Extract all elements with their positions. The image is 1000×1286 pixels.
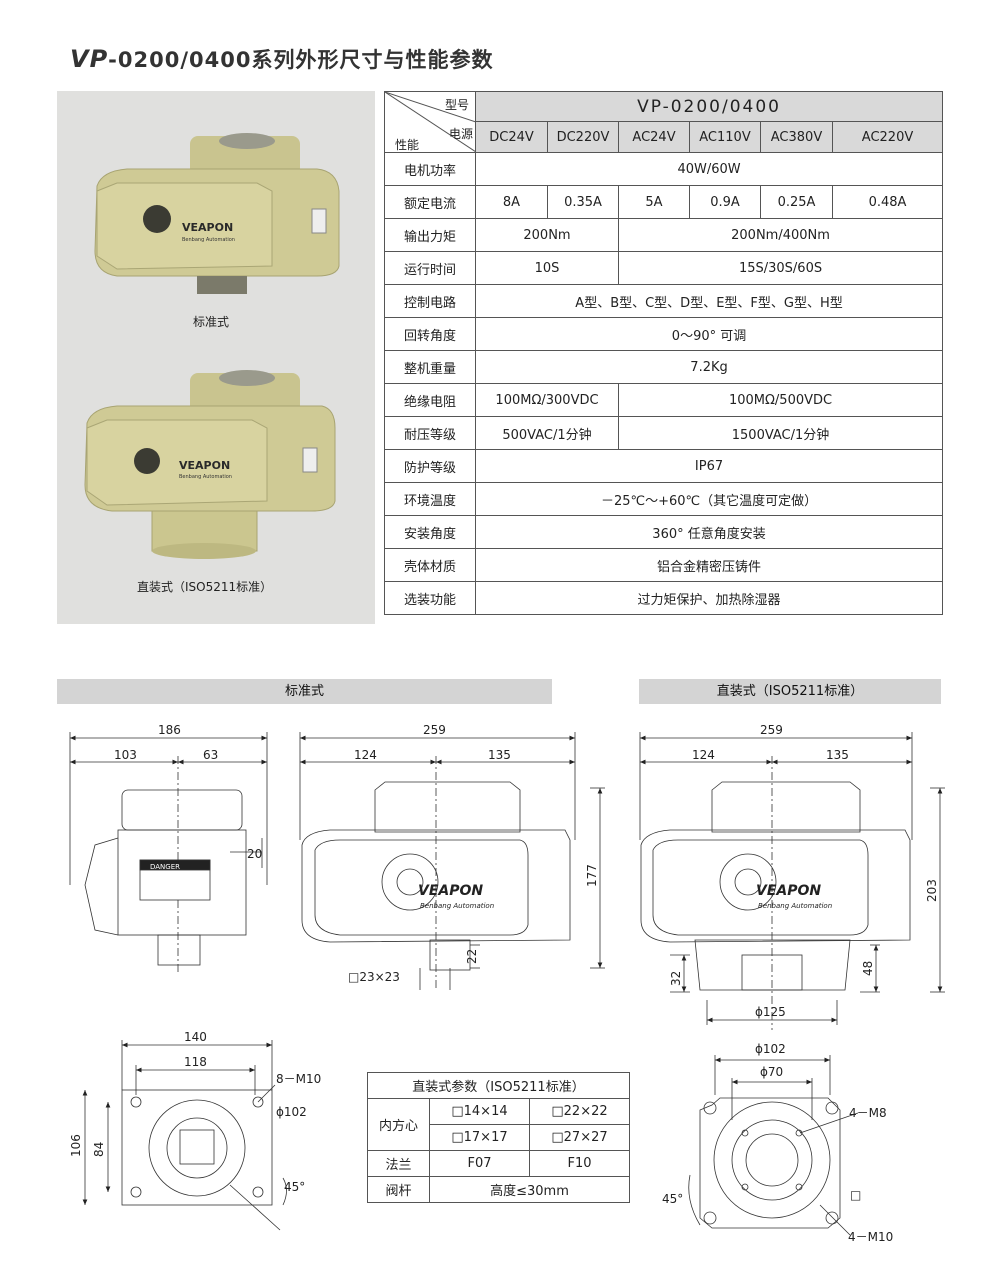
model-header: VP-0200/0400 <box>474 91 944 122</box>
svg-text:Benbang Automation: Benbang Automation <box>182 237 235 243</box>
power-dc220v: DC220V <box>547 121 619 153</box>
iso-table-title: 直装式参数（ISO5211标准） <box>366 1072 631 1099</box>
front-view-drawing <box>299 732 605 990</box>
svg-text:124: 124 <box>692 748 715 762</box>
svg-text:84: 84 <box>92 1142 106 1157</box>
svg-text:32: 32 <box>669 971 683 986</box>
row-options: 选装功能过力矩保护、加热除湿器 <box>384 581 944 615</box>
svg-text:ϕ125: ϕ125 <box>755 1005 786 1019</box>
svg-text:186: 186 <box>158 723 181 737</box>
svg-text:VEAPON: VEAPON <box>756 883 821 899</box>
svg-text:259: 259 <box>423 723 446 737</box>
product-photo-panel: VEAPON Benbang Automation VEAPON Benbang… <box>57 91 375 624</box>
row-env-temp: 环境温度－25℃～+60℃（其它温度可定做） <box>384 482 944 516</box>
svg-text:Benbang Automation: Benbang Automation <box>758 902 832 910</box>
svg-text:140: 140 <box>184 1030 207 1044</box>
svg-text:177: 177 <box>585 864 599 887</box>
caption-standard: 标准式 <box>193 315 230 329</box>
bottom-plan-view-drawing <box>82 1040 287 1231</box>
svg-text:DANGER: DANGER <box>150 863 180 871</box>
svg-text:259: 259 <box>760 723 783 737</box>
svg-text:ϕ102: ϕ102 <box>276 1105 307 1119</box>
svg-text:4－M8: 4－M8 <box>849 1106 887 1120</box>
iso-front-view-drawing <box>639 732 945 1030</box>
svg-text:48: 48 <box>861 961 875 976</box>
power-ac110v: AC110V <box>689 121 761 153</box>
svg-text:45°: 45° <box>284 1180 305 1194</box>
iso-params-table: 直装式参数（ISO5211标准） 内方心□14×14□22×22 □17×17□… <box>366 1072 631 1203</box>
svg-text:Benbang Automation: Benbang Automation <box>420 902 494 910</box>
power-dc24v: DC24V <box>475 121 548 153</box>
svg-text:22: 22 <box>465 949 479 964</box>
header-corner-cell: 型号 电源 性能 <box>384 91 476 153</box>
svg-text:VEAPON: VEAPON <box>182 221 233 234</box>
svg-text:VEAPON: VEAPON <box>418 883 483 899</box>
svg-text:118: 118 <box>184 1055 207 1069</box>
side-view-drawing <box>69 732 268 975</box>
svg-text:8－M10: 8－M10 <box>276 1072 321 1086</box>
svg-text:124: 124 <box>354 748 377 762</box>
actuator-photos: VEAPON Benbang Automation VEAPON Benbang… <box>84 133 340 559</box>
svg-text:Benbang Automation: Benbang Automation <box>179 474 232 480</box>
power-ac380v: AC380V <box>760 121 833 153</box>
svg-text:45°: 45° <box>662 1192 683 1206</box>
section-bar-iso: 直装式（ISO5211标准） <box>639 679 941 704</box>
svg-text:20: 20 <box>247 847 262 861</box>
section-bar-standard: 标准式 <box>57 679 552 704</box>
svg-text:□: □ <box>850 1188 861 1202</box>
svg-text:VEAPON: VEAPON <box>179 459 230 472</box>
power-ac220v: AC220V <box>831 121 944 153</box>
iso-bottom-plan-view-drawing <box>688 1055 859 1236</box>
svg-text:103: 103 <box>114 748 137 762</box>
power-ac24v: AC24V <box>618 121 690 153</box>
svg-text:□23×23: □23×23 <box>348 970 400 984</box>
svg-text:135: 135 <box>826 748 849 762</box>
svg-text:ϕ70: ϕ70 <box>760 1065 783 1079</box>
iso-actuator-photo: VEAPON Benbang Automation <box>84 370 336 559</box>
svg-text:4－M10: 4－M10 <box>848 1230 893 1244</box>
svg-text:203: 203 <box>925 879 939 902</box>
caption-iso: 直装式（ISO5211标准） <box>137 580 273 594</box>
svg-text:135: 135 <box>488 748 511 762</box>
svg-text:106: 106 <box>69 1134 83 1157</box>
spec-table: 型号 电源 性能 VP-0200/0400 DC24V DC220V AC24V… <box>384 91 944 615</box>
page-title: VP-0200/0400系列外形尺寸与性能参数 <box>70 45 494 73</box>
svg-text:63: 63 <box>203 748 218 762</box>
svg-text:ϕ102: ϕ102 <box>755 1042 786 1056</box>
standard-actuator-photo: VEAPON Benbang Automation <box>94 133 340 294</box>
row-shell: 壳体材质铝合金精密压铸件 <box>384 548 944 582</box>
